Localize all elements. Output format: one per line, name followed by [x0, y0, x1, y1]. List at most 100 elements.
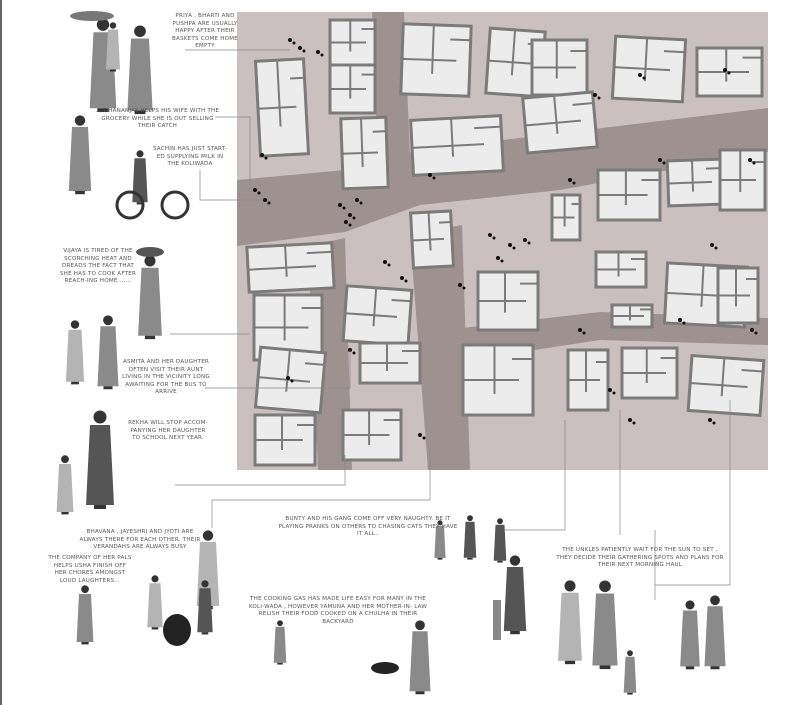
building	[550, 193, 582, 242]
building	[253, 345, 328, 415]
leader-line	[205, 350, 351, 389]
building	[341, 284, 414, 347]
building	[253, 413, 317, 467]
note-bhavana: Bhavana , Jayeshri and Jyoti are always …	[79, 529, 201, 551]
person-figure	[127, 25, 153, 115]
person-marker	[267, 201, 271, 205]
person-figure	[704, 595, 726, 670]
person-figure	[97, 315, 119, 390]
leader-line	[505, 420, 566, 531]
figures	[56, 11, 726, 695]
cooking-pot-icon	[371, 662, 399, 674]
person-marker	[708, 418, 712, 422]
building	[716, 266, 760, 325]
building	[245, 241, 336, 294]
note-dhananjay: ....Dhananjay helps his wife with the gr…	[95, 108, 220, 130]
building	[686, 353, 766, 418]
person-marker	[710, 243, 714, 247]
person-figure	[434, 520, 446, 560]
person-marker	[727, 71, 731, 75]
person-marker	[658, 158, 662, 162]
person-marker	[714, 246, 718, 250]
building	[610, 303, 654, 329]
person-figure	[147, 575, 163, 630]
building	[461, 343, 535, 417]
cooking-pot-icon	[163, 614, 191, 646]
building	[328, 18, 377, 67]
person-marker	[712, 421, 716, 425]
person-marker	[348, 213, 352, 217]
person-marker	[316, 50, 320, 54]
leader-line	[655, 400, 731, 586]
leader-line	[211, 450, 431, 528]
person-marker	[264, 156, 268, 160]
person-marker	[338, 203, 342, 207]
note-usha: The company of her pals helps Usha finis…	[48, 555, 132, 584]
person-marker	[593, 93, 597, 97]
person-marker	[253, 188, 257, 192]
building	[596, 168, 662, 222]
person-marker	[290, 379, 294, 383]
person-marker	[754, 331, 758, 335]
person-marker	[723, 68, 727, 72]
person-marker	[428, 173, 432, 177]
person-marker	[348, 223, 352, 227]
building	[594, 250, 648, 289]
leader-line	[215, 116, 251, 185]
person-figure	[592, 580, 618, 670]
person-marker	[748, 158, 752, 162]
person-marker	[298, 46, 302, 50]
person-marker	[257, 191, 261, 195]
note-priya: Priya , Bharti and Pushpa are usually ha…	[172, 13, 238, 50]
road-central-south	[410, 225, 470, 470]
building	[341, 408, 403, 462]
person-marker	[662, 161, 666, 165]
building	[399, 22, 473, 98]
building	[665, 157, 726, 208]
person-figure	[65, 320, 85, 385]
person-figure	[463, 515, 477, 560]
person-marker	[320, 53, 324, 57]
person-marker	[302, 49, 306, 53]
leader-line	[175, 455, 346, 486]
person-marker	[682, 321, 686, 325]
buildings	[245, 18, 767, 467]
person-figure	[409, 620, 431, 695]
person-marker	[432, 176, 436, 180]
person-marker	[523, 238, 527, 242]
person-figure	[197, 580, 213, 635]
person-marker	[342, 206, 346, 210]
note-asmita: Asmita and her daughter often visit thei…	[122, 359, 210, 396]
bicycle-icon	[115, 190, 145, 220]
bicycle-icon	[160, 190, 190, 220]
building	[718, 148, 767, 212]
person-marker	[462, 286, 466, 290]
person-marker	[488, 233, 492, 237]
person-marker	[527, 241, 531, 245]
person-marker	[418, 433, 422, 437]
building	[328, 63, 377, 115]
person-marker	[359, 201, 363, 205]
person-figure	[138, 255, 162, 340]
person-marker	[286, 376, 290, 380]
person-marker	[612, 391, 616, 395]
building	[339, 115, 390, 191]
note-vijaya: Vijaya is tired of the scorching heat an…	[59, 248, 137, 285]
person-figure	[273, 620, 287, 665]
basket-icon	[70, 11, 114, 21]
person-figure	[503, 555, 527, 635]
person-figure	[493, 518, 507, 563]
building	[610, 34, 688, 104]
person-marker	[572, 181, 576, 185]
note-rekha: Rekha will stop accom-panying her daught…	[128, 420, 208, 442]
person-marker	[292, 41, 296, 45]
person-figure	[56, 455, 74, 515]
person-marker	[260, 153, 264, 157]
building	[566, 348, 610, 412]
person-marker	[512, 246, 516, 250]
person-marker	[638, 73, 642, 77]
building	[620, 346, 679, 400]
person-marker	[500, 259, 504, 263]
person-marker	[597, 96, 601, 100]
building	[530, 38, 589, 97]
